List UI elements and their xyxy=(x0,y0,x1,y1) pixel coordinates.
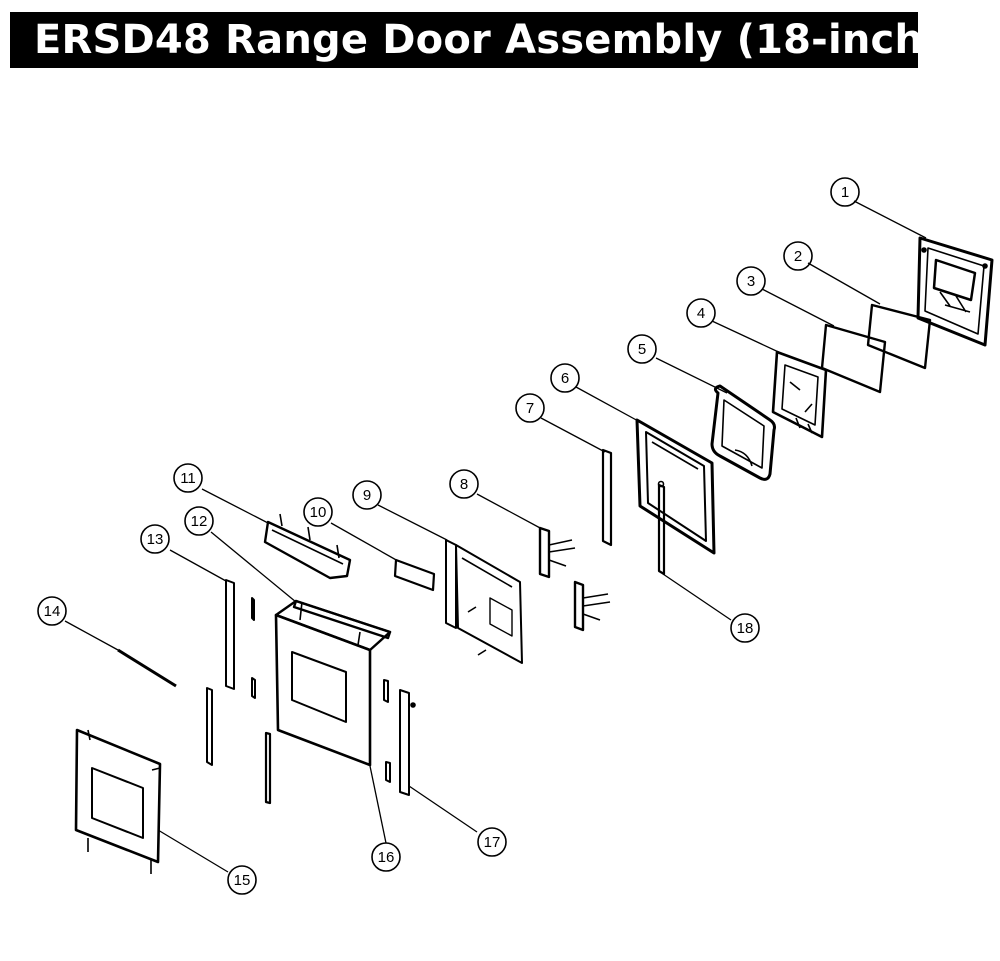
part-15-front-panel xyxy=(74,728,162,874)
part-12-top-trim xyxy=(292,599,392,640)
part-6-inner-door xyxy=(635,418,716,555)
svg-text:6: 6 xyxy=(561,370,569,387)
part-2-glass xyxy=(866,303,932,370)
callout-1: 1 xyxy=(830,177,860,207)
part-7-side-strip xyxy=(601,448,613,547)
callout-18: 18 xyxy=(730,613,760,643)
svg-text:14: 14 xyxy=(44,603,61,620)
part-18-rod xyxy=(657,480,666,576)
svg-text:4: 4 xyxy=(697,305,705,322)
part-14-rod xyxy=(117,648,177,688)
page-title: ERSD48 Range Door Assembly (18-inch) xyxy=(34,17,942,63)
leader-lines xyxy=(64,200,927,873)
callout-6: 6 xyxy=(550,363,580,393)
svg-text:13: 13 xyxy=(147,531,164,548)
callout-5: 5 xyxy=(627,334,657,364)
part-17-side-trim xyxy=(383,679,416,796)
svg-text:1: 1 xyxy=(841,184,849,201)
part-4-glass-retainer xyxy=(771,350,828,439)
callout-8: 8 xyxy=(449,469,479,499)
callout-16: 16 xyxy=(371,842,401,872)
svg-text:9: 9 xyxy=(363,487,371,504)
svg-text:7: 7 xyxy=(526,400,534,417)
svg-text:12: 12 xyxy=(191,513,208,530)
part-13-side-trim xyxy=(206,579,272,805)
callout-11: 11 xyxy=(173,463,203,493)
callout-15: 15 xyxy=(227,865,257,895)
callout-13: 13 xyxy=(140,524,170,554)
part-1-door-liner xyxy=(916,236,994,347)
callout-7: 7 xyxy=(515,393,545,423)
callout-17: 17 xyxy=(477,827,507,857)
title-bar: ERSD48 Range Door Assembly (18-inch) xyxy=(10,12,941,68)
callouts: 1 2 3 4 5 6 7 8 9 10 11 12 13 14 15 16 1… xyxy=(37,177,860,895)
svg-text:18: 18 xyxy=(737,620,754,637)
callout-3: 3 xyxy=(736,266,766,296)
svg-text:5: 5 xyxy=(638,341,646,358)
svg-text:2: 2 xyxy=(794,248,802,265)
callout-10: 10 xyxy=(303,497,333,527)
part-11-handle xyxy=(263,513,352,580)
part-10-bracket xyxy=(393,558,436,592)
svg-text:17: 17 xyxy=(484,834,501,851)
part-8-hinge xyxy=(538,526,611,632)
svg-text:10: 10 xyxy=(310,504,327,521)
part-9-door-panel xyxy=(445,539,523,664)
callout-14: 14 xyxy=(37,596,67,626)
part-3-glass xyxy=(820,323,887,394)
part-5-gasket xyxy=(710,384,776,481)
callout-12: 12 xyxy=(184,506,214,536)
callout-4: 4 xyxy=(686,298,716,328)
callout-2: 2 xyxy=(783,241,813,271)
svg-text:11: 11 xyxy=(180,470,196,487)
callout-9: 9 xyxy=(352,480,382,510)
svg-text:3: 3 xyxy=(747,273,755,290)
part-16-outer-door xyxy=(274,599,392,767)
svg-text:16: 16 xyxy=(378,849,395,866)
svg-text:15: 15 xyxy=(234,872,251,889)
svg-text:8: 8 xyxy=(460,476,468,493)
